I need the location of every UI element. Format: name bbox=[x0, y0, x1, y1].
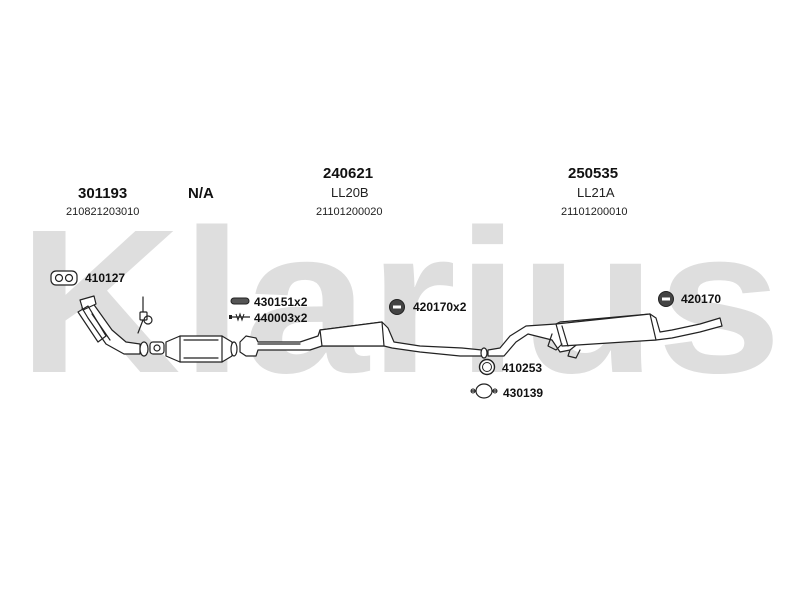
header-240621-sub: LL20B bbox=[331, 185, 369, 200]
part-420170-label: 420170 bbox=[681, 292, 722, 306]
front-downpipe bbox=[77, 295, 149, 357]
header-240621-code: 21101200020 bbox=[316, 206, 383, 218]
header-240621-number: 240621 bbox=[323, 165, 374, 182]
header-301193-number: 301193 bbox=[78, 185, 128, 202]
part-430139-label: 430139 bbox=[503, 386, 544, 400]
rubber-hanger-icon bbox=[230, 297, 250, 305]
header-na-number: N/A bbox=[188, 185, 214, 202]
rubber-mount-ring-icon bbox=[389, 299, 405, 315]
part-410127-label: 410127 bbox=[85, 271, 126, 285]
header-250535-number: 250535 bbox=[568, 165, 619, 182]
catalytic-converter bbox=[165, 335, 238, 363]
ring-gasket-icon bbox=[478, 358, 496, 376]
middle-silencer-assembly bbox=[239, 321, 488, 359]
part-430151x2-label: 430151x2 bbox=[254, 295, 308, 309]
rubber-mount-ring-icon bbox=[658, 291, 674, 307]
pipe-clamp-icon bbox=[470, 383, 498, 399]
gasket-double-ring-icon bbox=[50, 270, 78, 286]
part-440003x2-label: 440003x2 bbox=[254, 311, 308, 325]
header-301193-code: 210821203010 bbox=[66, 206, 140, 218]
rear-silencer-assembly bbox=[487, 313, 723, 359]
flange-gasket bbox=[149, 341, 165, 355]
part-420170x2-label: 420170x2 bbox=[413, 300, 467, 314]
header-250535-sub: LL21A bbox=[577, 185, 615, 200]
lambda-sensor bbox=[137, 296, 153, 334]
bolt-spring-icon bbox=[229, 312, 250, 322]
header-250535-code: 21101200010 bbox=[561, 206, 628, 218]
part-410253-label: 410253 bbox=[502, 361, 543, 375]
